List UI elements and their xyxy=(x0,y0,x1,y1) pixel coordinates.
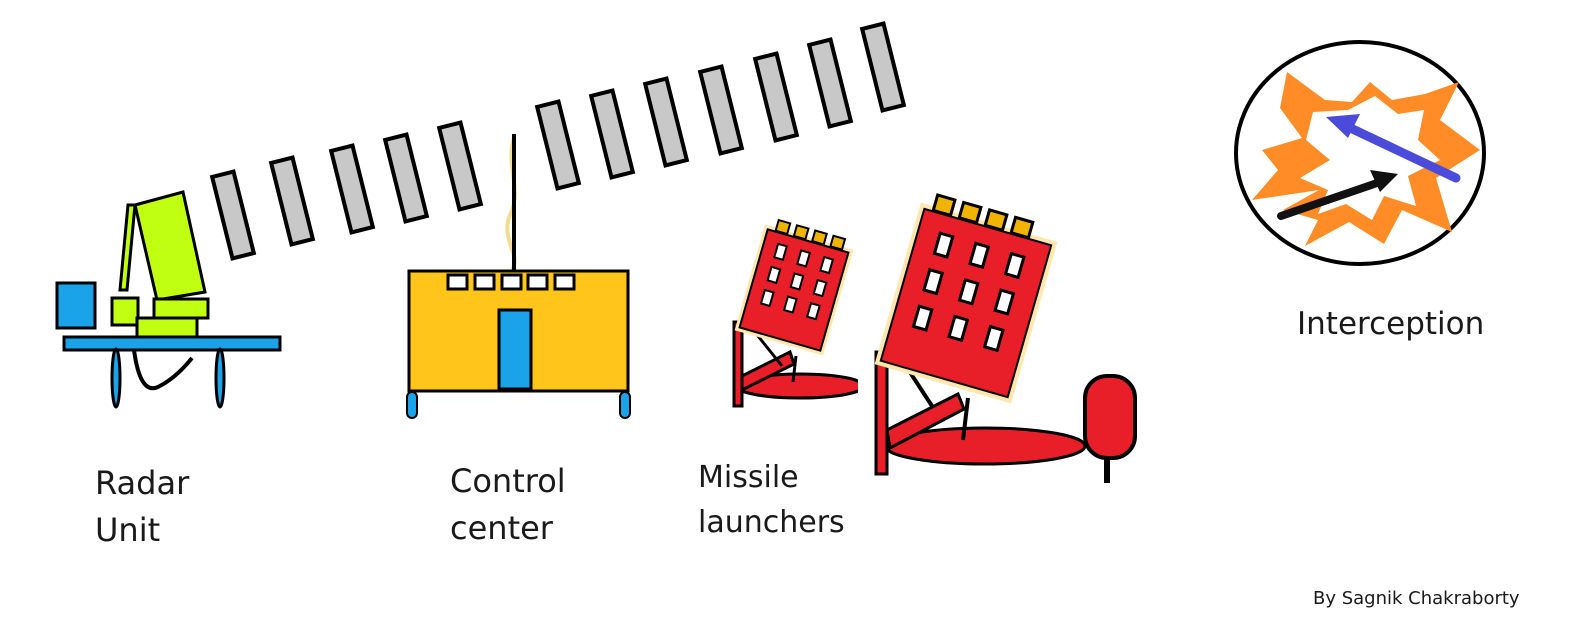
control-label-line1: Control xyxy=(450,462,566,500)
interception-label: Interception xyxy=(1297,306,1485,342)
control-center-label: Control center xyxy=(450,458,566,552)
radar-unit-icon xyxy=(55,190,282,409)
author-credit: By Sagnik Chakraborty xyxy=(1313,588,1520,609)
missile-launchers-label: Missile launchers xyxy=(698,455,845,545)
control-label-line2: center xyxy=(450,509,553,547)
control-center-icon xyxy=(406,134,631,419)
missile-launcher-icon xyxy=(874,193,1137,483)
missile-launcher-icon xyxy=(732,218,876,410)
radar-unit-label: Radar Unit xyxy=(95,460,189,554)
interception-icon xyxy=(1234,40,1486,266)
launchers-label-line2: launchers xyxy=(698,505,845,540)
launchers-label-line1: Missile xyxy=(698,460,799,495)
radar-label-line2: Unit xyxy=(95,511,161,549)
radar-label-line1: Radar xyxy=(95,464,190,502)
radar-beam-icon xyxy=(209,21,907,261)
